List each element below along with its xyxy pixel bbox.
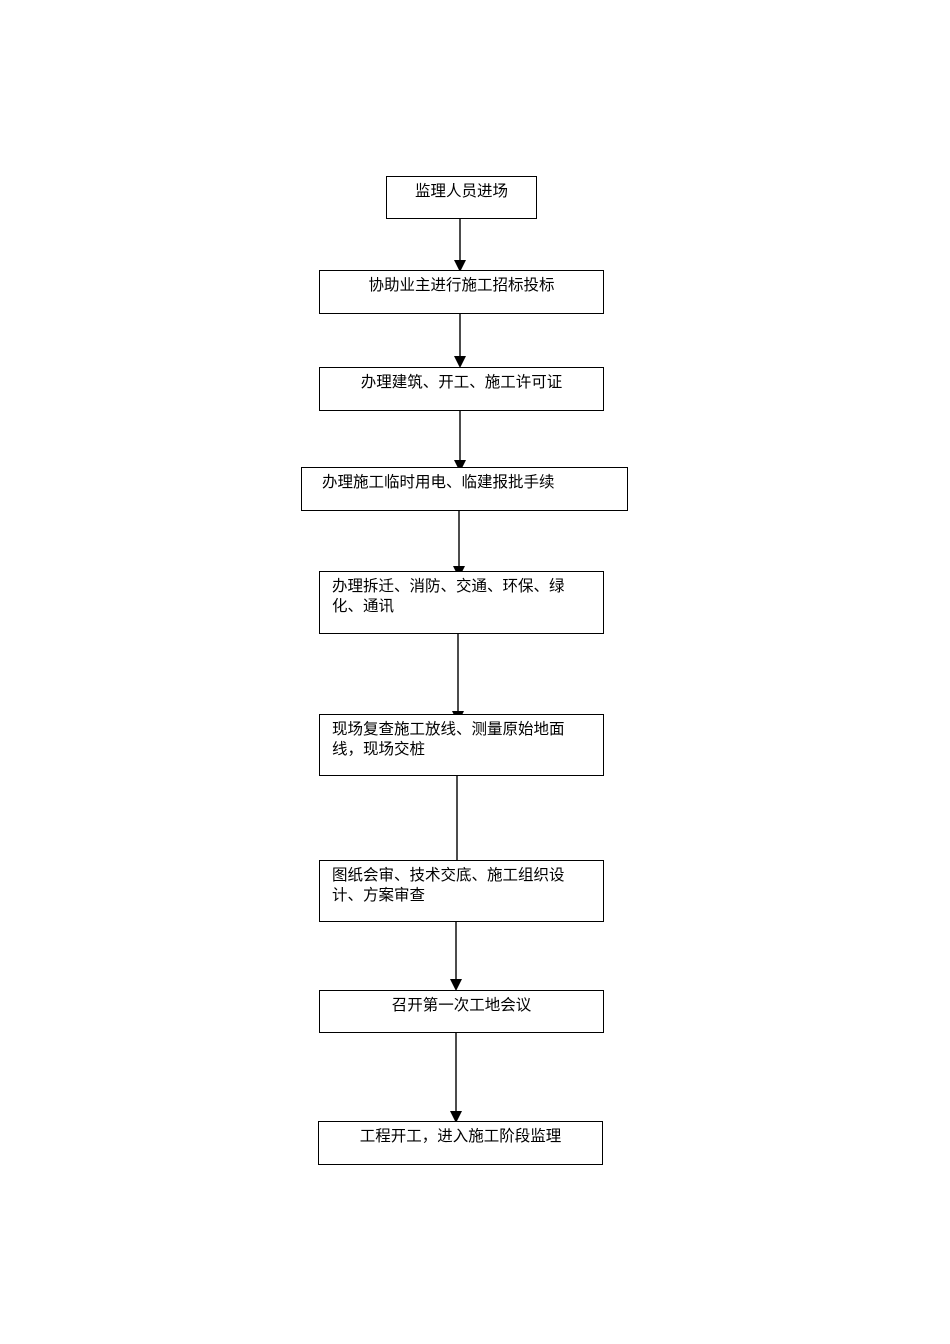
step-box-8: 召开第一次工地会议 <box>319 990 604 1033</box>
step-text-7: 图纸会审、技术交底、施工组织设计、方案审查 <box>332 866 565 904</box>
step-text-4: 办理施工临时用电、临建报批手续 <box>322 473 555 491</box>
step-text-2: 协助业主进行施工招标投标 <box>368 276 555 294</box>
step-box-6: 现场复查施工放线、测量原始地面线，现场交桩 <box>319 714 604 776</box>
step-text-5: 办理拆迁、消防、交通、环保、绿化、通讯 <box>332 577 565 615</box>
step-box-4: 办理施工临时用电、临建报批手续 <box>301 467 628 511</box>
step-box-5: 办理拆迁、消防、交通、环保、绿化、通讯 <box>319 571 604 634</box>
step-box-2: 协助业主进行施工招标投标 <box>319 270 604 314</box>
step-box-1: 监理人员进场 <box>386 176 537 219</box>
step-box-3: 办理建筑、开工、施工许可证 <box>319 367 604 411</box>
step-text-1: 监理人员进场 <box>414 182 508 200</box>
step-text-6: 现场复查施工放线、测量原始地面线，现场交桩 <box>332 720 565 758</box>
step-box-9: 工程开工，进入施工阶段监理 <box>318 1121 603 1165</box>
step-text-3: 办理建筑、开工、施工许可证 <box>360 373 563 391</box>
step-text-9: 工程开工，进入施工阶段监理 <box>359 1127 562 1145</box>
step-text-8: 召开第一次工地会议 <box>391 996 532 1014</box>
step-box-7: 图纸会审、技术交底、施工组织设计、方案审查 <box>319 860 604 922</box>
